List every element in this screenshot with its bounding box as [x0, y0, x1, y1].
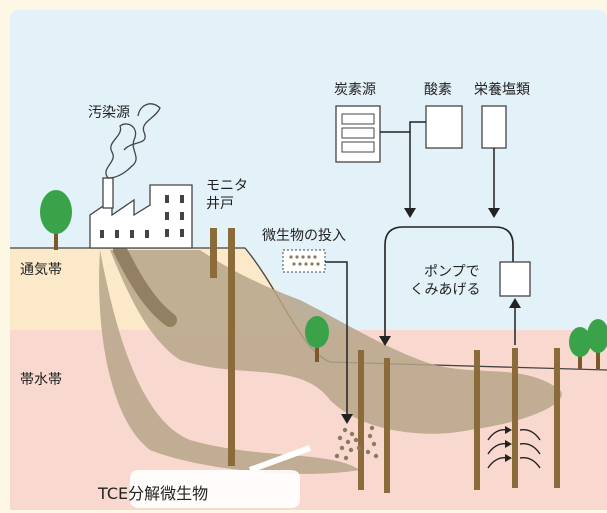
factory — [89, 177, 193, 249]
injection-arrow-head — [379, 336, 391, 346]
tce-microbe-cluster — [334, 425, 379, 461]
oxygen-tank — [425, 105, 463, 149]
nutrients-label: 栄養塩類 — [474, 82, 530, 98]
nutrient-tank — [481, 105, 507, 149]
extraction-well-1 — [474, 350, 480, 490]
injection-well-1 — [358, 350, 364, 490]
tce-callout-pointer — [248, 445, 312, 473]
microbe-dots — [289, 255, 320, 266]
monitor-well-long — [228, 228, 235, 466]
flow-arrow-heads — [505, 426, 512, 462]
tce-plume — [110, 250, 562, 434]
pollution-source-label: 汚染源 — [88, 105, 130, 121]
tce-callout — [130, 470, 300, 508]
circulation-pipe — [384, 226, 514, 342]
plume-core — [113, 243, 177, 327]
injection-well-2 — [384, 358, 390, 493]
microbe-input-box — [282, 249, 326, 273]
supply-arrow-left — [404, 208, 416, 218]
oxygen-pipe — [409, 121, 426, 132]
oxygen-label: 酸素 — [424, 82, 452, 98]
microbe-input-label: 微生物の投入 — [262, 228, 346, 244]
carbon-source-label: 炭素源 — [334, 82, 376, 98]
extraction-arrow-head — [509, 298, 521, 308]
pump-box — [499, 261, 531, 297]
monitor-well-label-line2: 井戸 — [206, 196, 234, 212]
saturated-zone-label: 帯水帯 — [20, 372, 62, 388]
pump-label-line1: ポンプで — [424, 264, 480, 280]
extraction-well-2 — [512, 348, 518, 488]
tree-icon-middle — [305, 316, 329, 362]
extraction-well-3 — [554, 348, 560, 488]
vadose-zone-label: 通気帯 — [20, 262, 62, 278]
microbe-input-line — [325, 261, 348, 420]
pump-label-line2: くみあげる — [410, 282, 481, 298]
monitor-well-short — [210, 228, 217, 278]
tree-icon-right — [569, 319, 607, 370]
monitor-well-label-line1: モニタ — [206, 178, 248, 194]
tce-microbes-label: TCE分解微生物 — [98, 484, 209, 503]
microbe-arrow-head — [341, 414, 353, 424]
smoke-icon — [105, 103, 161, 179]
supply-arrow-right — [488, 208, 500, 218]
tree-icon-left — [40, 190, 72, 250]
carbon-source-tank — [335, 105, 381, 163]
